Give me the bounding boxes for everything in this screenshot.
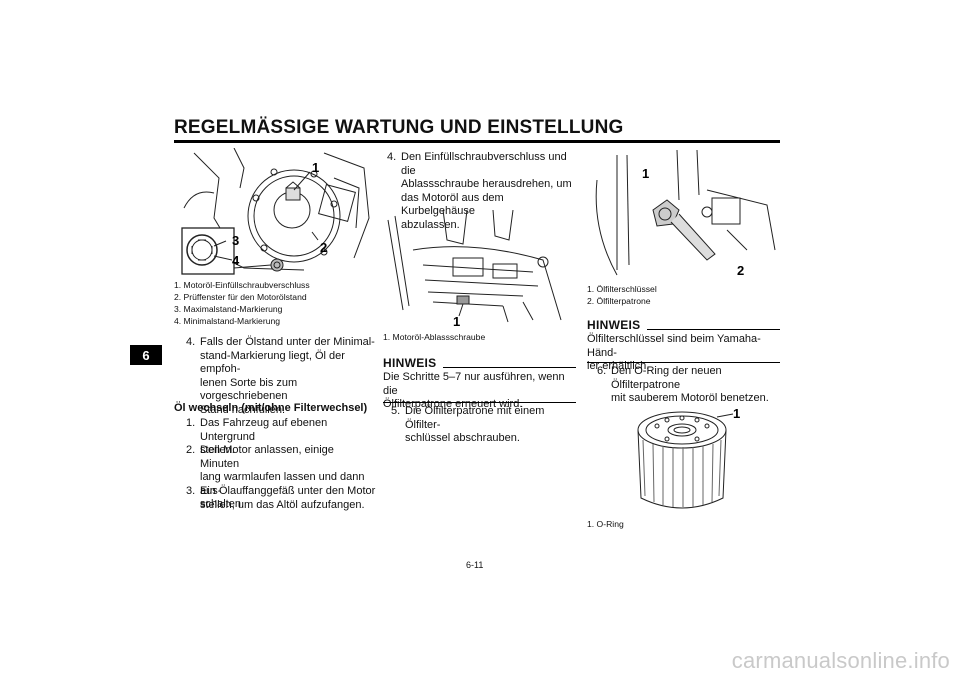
step-text-line: lenen Sorte bis zum vorgeschriebenen [200,376,298,403]
step-text-line: Den Einfüllschraubverschluss und die [401,151,567,177]
step-number: 6. [597,365,607,377]
note-heading-rule [647,329,780,330]
engine-oil-level-illustration: 1 2 3 4 [181,148,370,275]
oil-filter-illustration: 1 [637,406,740,509]
figure4-caption: 1. O-Ring [587,519,624,529]
page-title: REGELMÄSSIGE WARTUNG UND EINSTELLUNG [174,117,624,138]
figure-oil-filter-o-ring: 1 [587,400,781,514]
step-1: 1. Das Fahrzeug auf ebenen Untergrund st… [186,417,376,456]
caption-item: 1. Motoröl-Einfüllschraubverschluss [174,280,310,290]
step-text-line: stellen. [200,444,235,456]
note-box: HINWEIS Ölfilterschlüssel sind beim Yama… [587,318,780,372]
step-text-line: Ablassschraube herausdrehen, um [401,178,572,190]
step-number: 5. [391,405,401,417]
step-text-line: schlüssel abschrauben. [405,432,520,444]
note-heading: HINWEIS [383,356,437,370]
watermark: carmanualsonline.info [731,648,950,673]
step-text-line: Den Motor anlassen, einige Minuten [200,444,334,470]
note-bottom-rule [587,362,780,363]
caption-item: 2. Prüffenster für den Motorölstand [174,292,307,302]
figure-drain-bolt: 1 [383,210,577,328]
drain-bolt-illustration: 1 [387,210,562,328]
step-number: 1. [186,417,196,429]
note-text-line: Ölfilterpatrone erneuert wird. [383,398,523,410]
callout-1: 1 [733,406,740,421]
step-text-line: Ein Ölauffanggefäß unter den Motor [200,485,376,497]
filter-wrench-illustration: 1 2 [595,150,776,278]
note-text-line: ler erhältlich. [587,360,650,372]
step-4-drain: 4. Den Einfüllschraubverschluss und die … [387,151,579,231]
step-5: 5. Die Ölfilterpatrone mit einem Ölfilte… [391,405,581,444]
header-rule [174,140,780,143]
note-heading-rule [443,367,576,368]
step-number: 3. [186,485,196,497]
section-heading-oil-change: Öl wechseln (mit/ohne Filterwechsel) [174,402,368,414]
step-2: 2. Den Motor anlassen, einige Minuten la… [186,444,376,510]
callout-2: 2 [320,240,327,255]
step-text-line: stellen, um das Altöl aufzufangen. [200,498,365,511]
callout-4: 4 [232,253,240,268]
figure1-caption: 1. Motoröl-Einfüllschraubverschluss 2. P… [174,279,310,327]
caption-item: 2. Ölfilterpatrone [587,296,651,306]
note-bottom-rule [383,402,576,403]
step-text-line: das Motoröl aus dem Kurbelgehäuse [401,191,504,218]
step-text-line: Das Fahrzeug auf ebenen Untergrund [200,417,328,443]
step-text-line: stand-Markierung liegt, Öl der empfoh- [200,349,345,376]
step-number: 2. [186,444,196,456]
callout-1: 1 [642,166,649,181]
step-text-line: Falls der Ölstand unter der Minimal- [200,336,375,348]
note-heading: HINWEIS [587,318,641,332]
step-3: 3. Ein Ölauffanggefäß unter den Motor st… [186,485,376,513]
figure2-caption: 1. Motoröl-Ablassschraube [383,332,486,342]
caption-item: 3. Maximalstand-Markierung [174,304,283,314]
step-number: 4. [186,336,196,348]
figure-oil-level-window: 1 2 3 4 [174,148,374,276]
callout-2: 2 [737,263,744,278]
step-text-line: Die Ölfilterpatrone mit einem Ölfilter- [405,405,545,431]
caption-item: 4. Minimalstand-Markierung [174,316,281,326]
note-box: HINWEIS Die Schritte 5–7 nur ausführen, … [383,356,576,410]
step-text-line: Den O-Ring der neuen Ölfilterpatrone [611,365,722,391]
callout-3: 3 [232,233,239,248]
caption-item: 1. Ölfilterschlüssel [587,284,657,294]
chapter-tab: 6 [130,345,162,365]
step-text-line: Stand nachfüllen. [200,403,286,416]
step-text-line: mit sauberem Motoröl benetzen. [611,392,769,404]
step-text-line: lang warmlaufen lassen und dann aus- [200,471,365,497]
note-text-line: Ölfilterschlüssel sind beim Yamaha-Händ- [587,333,761,359]
figure3-caption: 1. Ölfilterschlüssel 2. Ölfilterpatrone [587,283,657,307]
figure-filter-wrench: 1 2 [587,150,781,282]
step-number: 4. [387,151,397,163]
step-4-check-level: 4. Falls der Ölstand unter der Minimal- … [186,336,376,416]
callout-1: 1 [312,160,319,175]
callout-1: 1 [453,314,460,328]
step-6: 6. Den O-Ring der neuen Ölfilterpatrone … [597,365,787,404]
note-text-line: Die Schritte 5–7 nur ausführen, wenn die [383,371,565,397]
page-number: 6-11 [466,560,484,570]
step-text-line: schalten. [200,498,245,510]
